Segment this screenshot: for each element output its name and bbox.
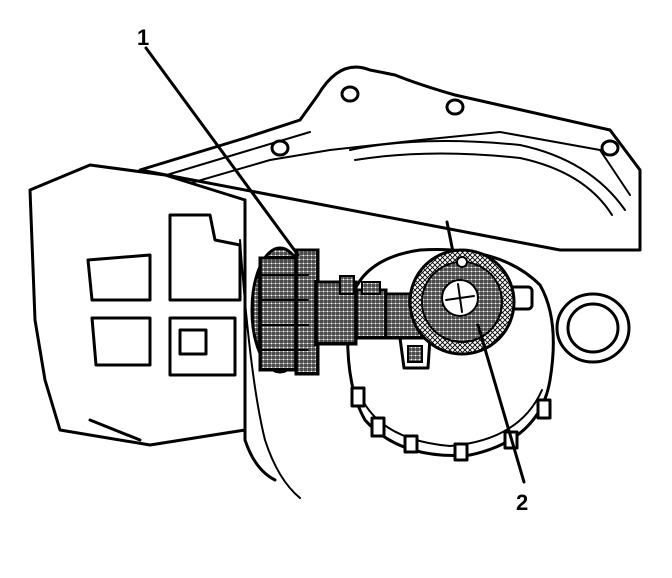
- cover-plate: [28, 163, 301, 499]
- bolt-hole: [445, 98, 465, 116]
- gear-tooth: [370, 416, 386, 438]
- seal-assembly: [250, 246, 320, 376]
- dial-indicator: [408, 220, 534, 356]
- cover-window: [86, 253, 152, 302]
- callout-2: 2: [516, 490, 528, 515]
- gear-tooth: [403, 434, 419, 454]
- leader-line-1: [144, 46, 300, 257]
- gear-tooth: [350, 386, 366, 408]
- leader-lines: [144, 46, 526, 484]
- case-housing-upper: [138, 65, 642, 252]
- bolt-hole: [600, 139, 620, 157]
- cover-window-inner: [178, 328, 208, 356]
- bolt-hole: [340, 85, 360, 103]
- cover-window: [168, 213, 242, 302]
- gear-tooth: [453, 442, 469, 462]
- retaining-ring: [555, 292, 631, 364]
- cover-window: [90, 316, 152, 367]
- leader-line-2: [476, 323, 526, 484]
- gear-tooth: [536, 398, 552, 420]
- callout-1: 1: [137, 25, 149, 50]
- bolt-hole: [270, 139, 290, 157]
